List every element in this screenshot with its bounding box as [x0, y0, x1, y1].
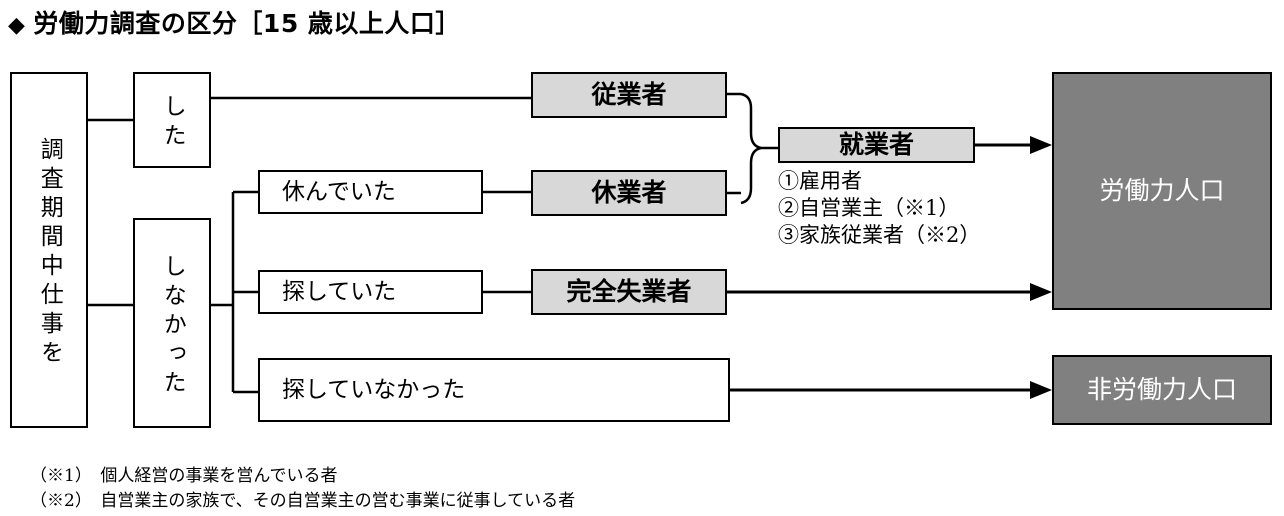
box-unemployed-label: 完全失業者 — [566, 276, 692, 306]
box-labor-force-label: 労働力人口 — [1099, 175, 1225, 205]
box-was-seeking-label: 探していた — [282, 278, 397, 305]
box-was-resting: 休んでいた — [258, 170, 483, 214]
list-item: ①雇用者 — [778, 169, 862, 193]
box-unemployed: 完全失業者 — [531, 269, 727, 315]
box-employed-at-work: 従業者 — [531, 72, 727, 118]
box-survey-period-label: 調査期間中仕事を — [36, 137, 63, 369]
box-on-leave-label: 休業者 — [591, 177, 667, 207]
box-did-work-label: した — [159, 94, 186, 152]
box-did-not-work: しなかった — [133, 218, 211, 428]
list-item: ③家族従業者（※2） — [778, 222, 981, 247]
footnote-2: （※2） 自営業主の家族で、その自営業主の営む事業に従事している者 — [30, 490, 576, 511]
box-employed: 就業者 — [778, 127, 975, 163]
box-not-in-labor-force: 非労働力人口 — [1052, 355, 1272, 425]
box-did-work: した — [133, 72, 211, 168]
footnote-1: （※1） 個人経営の事業を営んでいる者 — [30, 466, 338, 486]
box-employed-at-work-label: 従業者 — [591, 79, 667, 109]
box-not-in-labor-force-label: 非労働力人口 — [1086, 374, 1237, 404]
list-item: ②自営業主（※1） — [778, 195, 960, 220]
page-title: ◆ 労働力調査の区分［15 歳以上人口］ — [8, 4, 461, 40]
box-was-not-seeking: 探していなかった — [258, 358, 730, 422]
box-employed-label: 就業者 — [838, 129, 914, 159]
box-was-seeking: 探していた — [258, 270, 483, 314]
diamond-bullet-icon: ◆ — [8, 13, 26, 38]
employed-category-list: ①雇用者 ②自営業主（※1） ③家族従業者（※2） — [778, 168, 980, 249]
box-survey-period: 調査期間中仕事を — [10, 72, 88, 428]
box-on-leave: 休業者 — [531, 170, 727, 216]
page-title-text: 労働力調査の区分［15 歳以上人口］ — [33, 9, 461, 38]
box-did-not-work-label: しなかった — [159, 253, 186, 399]
box-was-resting-label: 休んでいた — [282, 178, 396, 205]
footnotes: （※1） 個人経営の事業を営んでいる者 （※2） 自営業主の家族で、その自営業主… — [30, 464, 575, 513]
box-labor-force: 労働力人口 — [1052, 72, 1272, 310]
box-was-not-seeking-label: 探していなかった — [282, 376, 466, 403]
